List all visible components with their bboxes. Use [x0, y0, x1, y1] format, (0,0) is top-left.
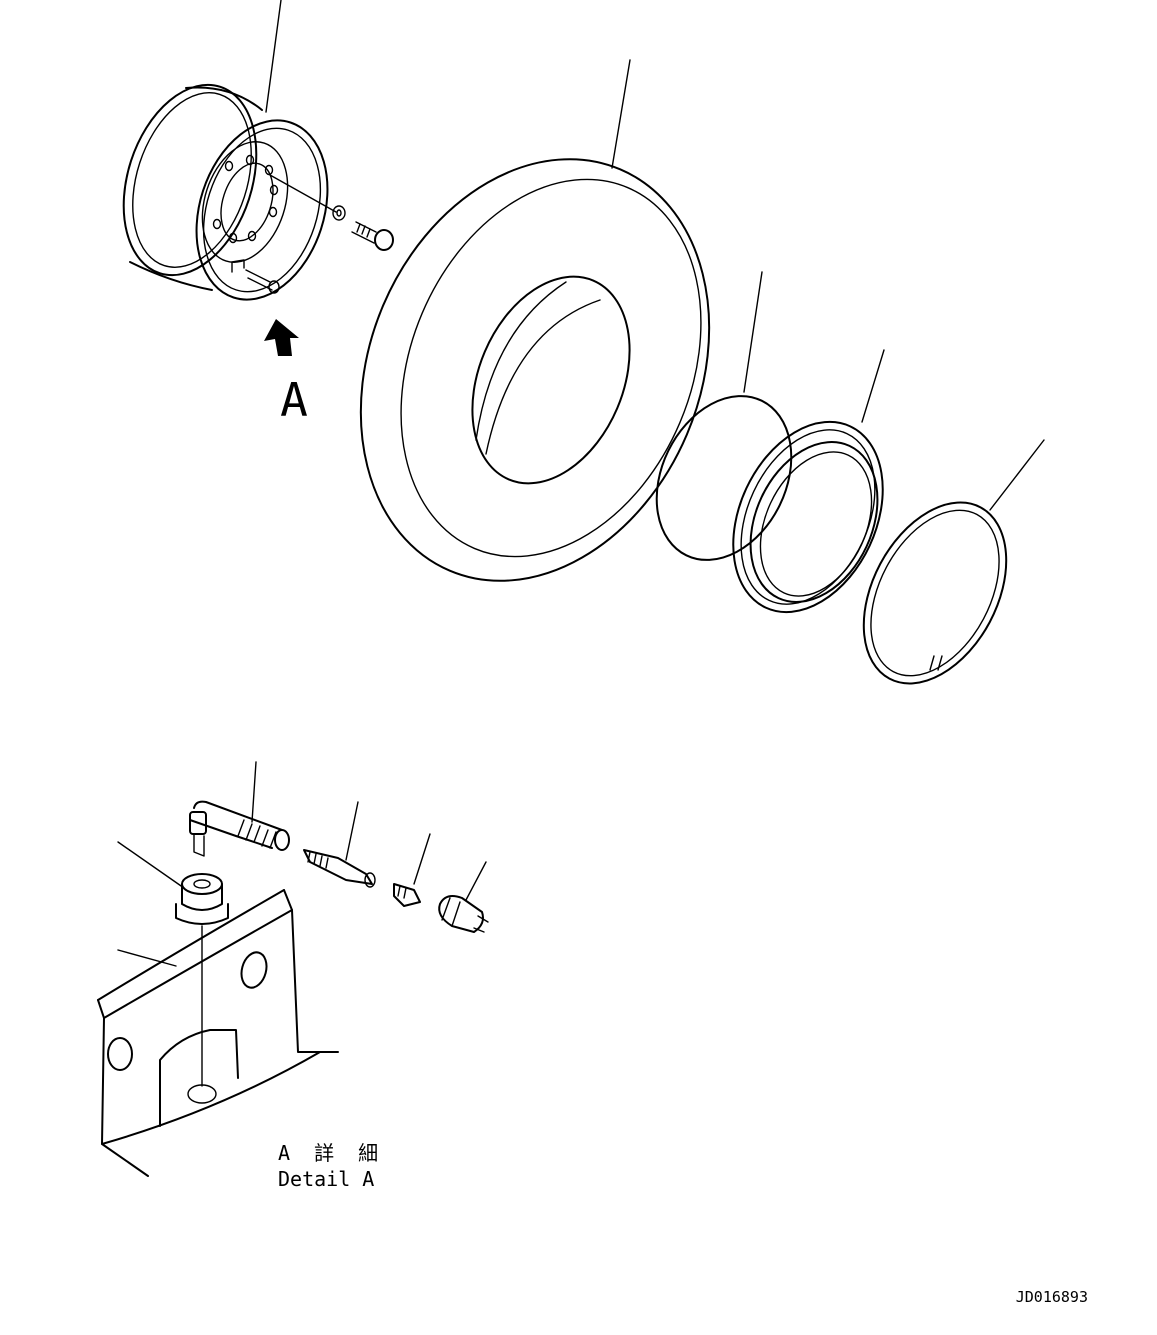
hub-washer-and-bolt: [269, 174, 394, 251]
valve-core: [303, 801, 376, 888]
arrow-up-icon: [264, 319, 299, 356]
valve-grommet: [117, 841, 229, 1087]
leader-line-valve-core: [345, 801, 359, 861]
drawing-number: JD016893: [1016, 1288, 1088, 1306]
leader-line-rim-section: [117, 949, 177, 967]
view-arrow: [264, 319, 299, 356]
leader-line-side-ring: [861, 349, 885, 423]
leader-line-tire: [611, 59, 631, 169]
wheel-rim: [122, 0, 329, 301]
leader-line-valve-extension: [251, 761, 257, 823]
view-marker-label: A: [280, 373, 308, 427]
o-ring: [655, 271, 793, 561]
leader-line-rim: [265, 0, 282, 113]
rim-section: [97, 889, 339, 1177]
detail-title-en: Detail A: [278, 1167, 374, 1191]
detail-a-view: A 詳 細 Detail A: [97, 761, 489, 1191]
leader-line-valve-nipple: [413, 833, 431, 885]
side-ring: [732, 349, 885, 614]
valve-nipple: [393, 833, 431, 907]
tire: [359, 59, 711, 582]
leader-line-grommet: [117, 841, 185, 889]
valve-extension: [189, 761, 290, 857]
detail-title-jp: A 詳 細: [278, 1141, 384, 1165]
leader-line-o-ring: [743, 271, 763, 393]
leader-line-lock-ring: [989, 439, 1045, 511]
valve-cap: [438, 861, 489, 933]
leader-line-valve-cap: [465, 861, 487, 901]
lock-ring: [862, 439, 1045, 685]
